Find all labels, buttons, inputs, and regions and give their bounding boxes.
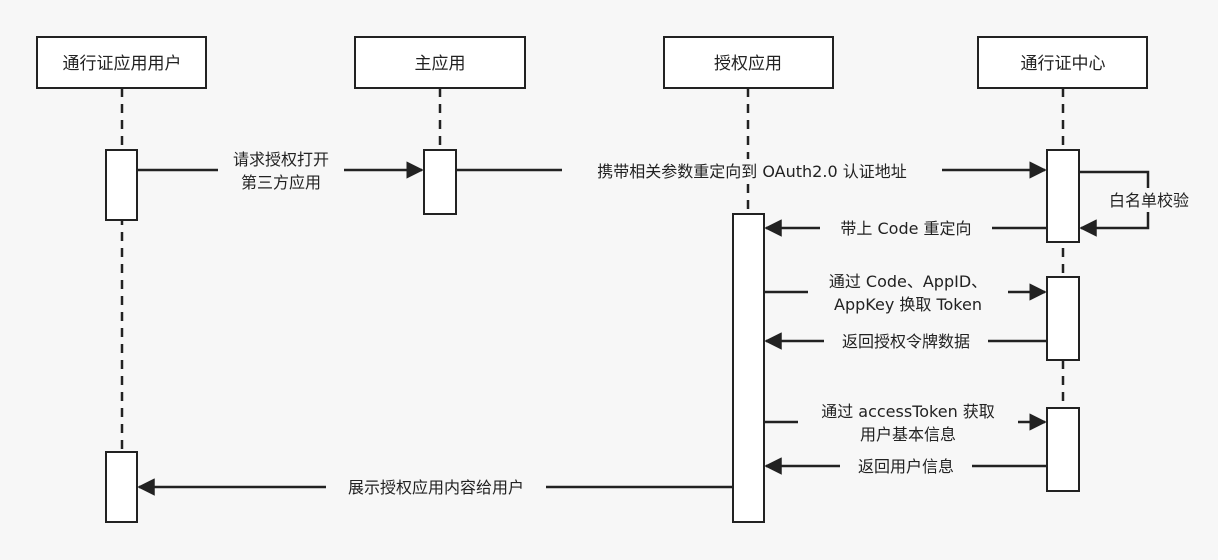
participant-center: 通行证中心 [977, 36, 1148, 89]
message-label: 请求授权打开 [233, 150, 329, 169]
message-label: 返回用户信息 [858, 457, 954, 476]
activation-center-2 [1046, 276, 1080, 361]
message-get-userinfo: 通过 accessToken 获取 用户基本信息 [764, 398, 1047, 446]
participant-user: 通行证应用用户 [36, 36, 207, 89]
message-label: 携带相关参数重定向到 OAuth2.0 认证地址 [597, 162, 906, 181]
message-label: AppKey 换取 Token [834, 295, 982, 314]
participant-label: 通行证中心 [1021, 54, 1106, 74]
message-redirect-oauth: 携带相关参数重定向到 OAuth2.0 认证地址 [456, 159, 1047, 183]
message-redirect-code: 带上 Code 重定向 [764, 216, 1047, 240]
participant-label: 主应用 [415, 54, 466, 74]
activation-main [423, 149, 457, 215]
activation-user-2 [105, 451, 138, 523]
message-label: 带上 Code 重定向 [840, 219, 971, 238]
message-label: 通过 Code、AppID、 [829, 272, 987, 291]
message-return-token: 返回授权令牌数据 [764, 329, 1047, 353]
message-label: 用户基本信息 [860, 425, 956, 444]
participant-auth: 授权应用 [663, 36, 834, 89]
message-request-open: 请求授权打开 第三方应用 [137, 146, 424, 194]
message-exchange-token: 通过 Code、AppID、 AppKey 换取 Token [764, 268, 1047, 316]
participant-label: 授权应用 [714, 54, 782, 74]
activation-center-3 [1046, 407, 1080, 492]
participant-main: 主应用 [354, 36, 526, 89]
message-show-content: 展示授权应用内容给用户 [137, 475, 733, 499]
message-whitelist-check: 白名单校验 [1079, 170, 1202, 237]
message-label: 通过 accessToken 获取 [821, 402, 995, 421]
message-label: 白名单校验 [1109, 191, 1189, 210]
activation-auth [732, 213, 765, 523]
message-label: 展示授权应用内容给用户 [348, 478, 524, 497]
activation-user-1 [105, 149, 138, 221]
message-label: 第三方应用 [241, 173, 321, 192]
message-label: 返回授权令牌数据 [842, 332, 970, 351]
activation-center-1 [1046, 149, 1080, 243]
message-return-userinfo: 返回用户信息 [764, 454, 1047, 478]
participant-label: 通行证应用用户 [63, 54, 182, 74]
